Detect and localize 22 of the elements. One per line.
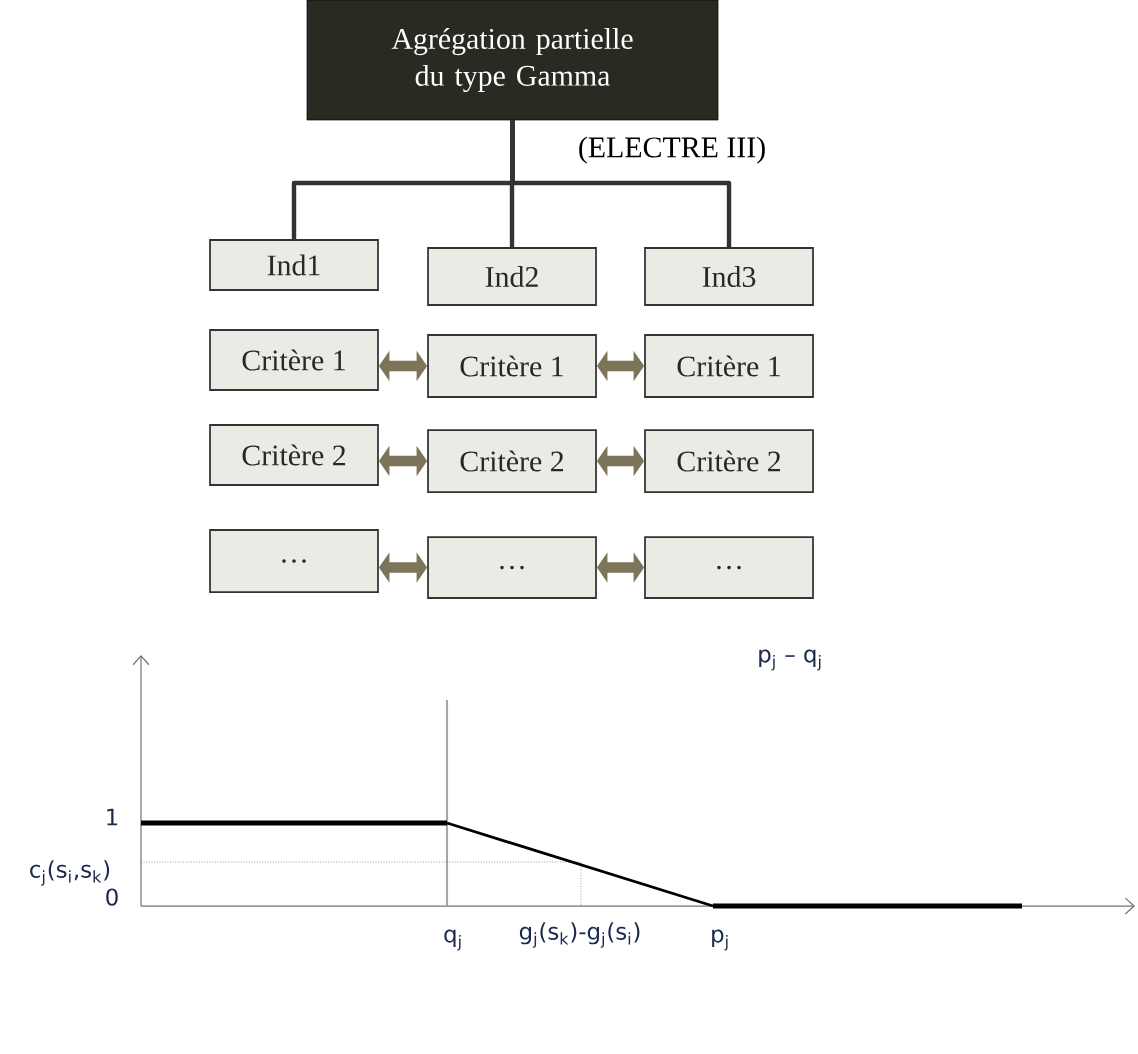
indicator-box: Ind2	[427, 247, 597, 306]
criterion-box: …	[644, 536, 814, 599]
indicator-box: Ind3	[644, 247, 814, 306]
axis-label: p$_{j}$	[712, 929, 728, 951]
criterion-box: …	[209, 529, 379, 593]
criterion-box: …	[427, 536, 597, 599]
axis-label: 0	[106, 888, 118, 906]
tree-connector	[510, 120, 732, 248]
criterion-box: Critère 2	[209, 424, 379, 486]
method-label: (ELECTRE III)	[579, 136, 765, 164]
axis-label: c$_{j}$(s$_{i}$,s$_{k}$)	[30, 860, 110, 886]
criterion-box: Critère 1	[209, 329, 379, 391]
title-box: Agrégation partielle du type Gamma	[306, 0, 719, 121]
axis-label: p$_{j}$ – q$_{j}$	[759, 649, 821, 671]
criterion-box: Critère 1	[427, 334, 597, 398]
criterion-box: Critère 2	[644, 429, 814, 493]
criterion-box: Critère 1	[644, 334, 814, 398]
criterion-box: Critère 2	[427, 429, 597, 493]
axis-label: g$_{j}$(s$_{k}$)-g$_{j}$(s$_{i}$)	[519, 922, 640, 948]
axis-label: 1	[107, 808, 118, 826]
axis-label: q$_{j}$	[444, 929, 461, 951]
indicator-box: Ind1	[209, 239, 379, 291]
